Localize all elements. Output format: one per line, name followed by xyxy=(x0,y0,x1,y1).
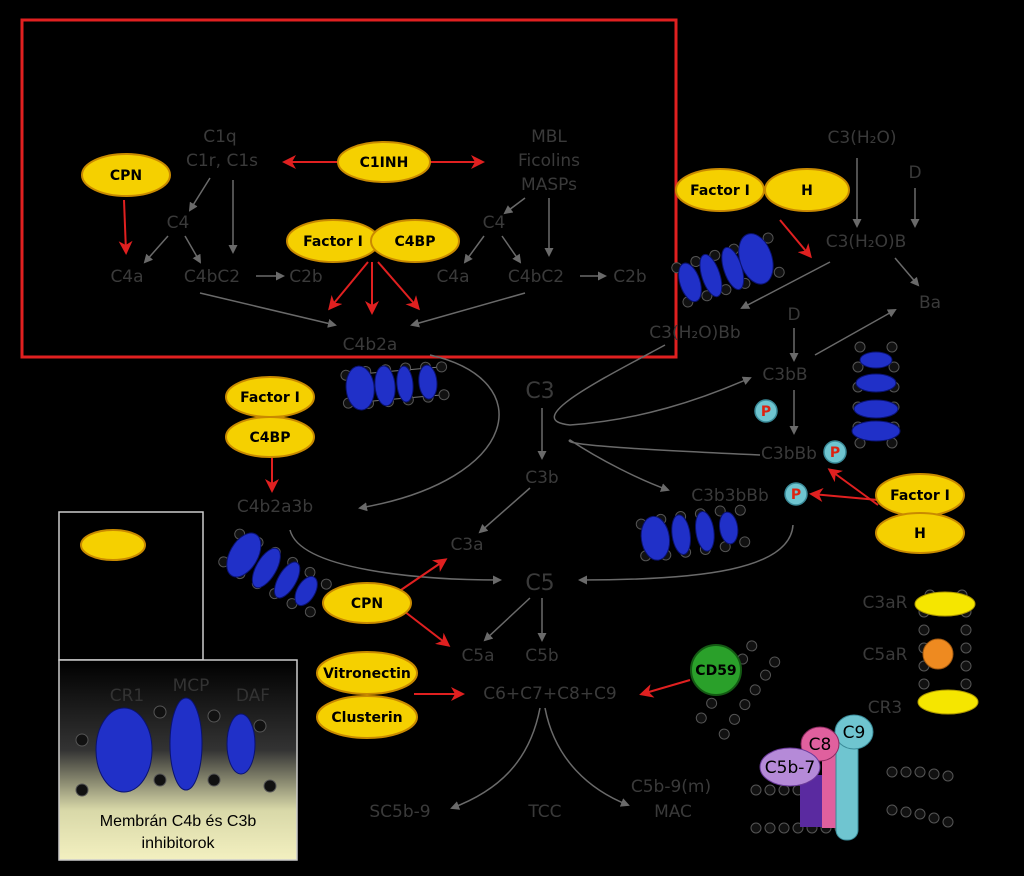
factor-i-right-top-text: Factor I xyxy=(690,183,750,199)
c9-text: C9 xyxy=(843,723,866,743)
label-c3bb: C3bB xyxy=(762,365,807,385)
properdin-3-text: P xyxy=(791,487,801,503)
label-c4-right: C4 xyxy=(483,213,506,233)
cpn-top-text: CPN xyxy=(110,168,142,184)
label-c5b9m: C5b-9(m) xyxy=(631,777,711,797)
h-right-bottom-text: H xyxy=(914,526,926,542)
label-sc5b9: SC5b-9 xyxy=(369,802,430,822)
c4bp-top-text: C4BP xyxy=(395,234,436,250)
label-c3bbb: C3bBb xyxy=(761,444,817,464)
label-c4bc2-right: C4bC2 xyxy=(508,267,564,287)
anaphylatoxin-receptors xyxy=(914,589,979,715)
regulator-pills: CPN C1INH Factor I C4BP Factor I H Facto… xyxy=(80,141,965,739)
cr3-receptor xyxy=(917,689,979,715)
label-ficolins: Ficolins xyxy=(518,151,580,171)
c3ar-receptor xyxy=(914,591,976,617)
label-c5a: C5a xyxy=(461,646,494,666)
clusterin-pill xyxy=(316,695,418,739)
label-cr3: CR3 xyxy=(868,698,903,718)
label-c2b-left: C2b xyxy=(289,267,322,287)
label-c4-left: C4 xyxy=(167,213,190,233)
c4bp-top-pill xyxy=(370,219,460,263)
c8-text: C8 xyxy=(809,735,832,755)
cd59-text: CD59 xyxy=(695,663,736,679)
properdin-1-text: P xyxy=(761,404,771,420)
label-c5ar: C5aR xyxy=(863,645,908,665)
label-c3h2o: C3(H₂O) xyxy=(828,128,897,148)
inhibition-arrows xyxy=(118,155,879,701)
legend-caption-line1: Membrán C4b és C3b xyxy=(100,813,257,830)
h-right-top-pill xyxy=(764,168,850,212)
c5b7-head xyxy=(759,747,821,787)
label-c4bc2-left: C4bC2 xyxy=(184,267,240,287)
legend-cr1: CR1 xyxy=(110,686,145,706)
label-d-top: D xyxy=(908,163,921,183)
label-c3a: C3a xyxy=(450,535,483,555)
label-c4b2a: C4b2a xyxy=(343,335,398,355)
label-c4a-right: C4a xyxy=(436,267,469,287)
membrane-receptor-cluster-4 xyxy=(218,528,332,618)
label-c3: C3 xyxy=(525,379,554,404)
c8-head xyxy=(800,726,840,762)
label-mac: MAC xyxy=(654,802,692,822)
properdin-markers: P P P xyxy=(754,399,847,506)
label-c3h2obb: C3(H₂O)Bb xyxy=(649,323,740,343)
label-c5: C5 xyxy=(525,571,554,596)
properdin-2-text: P xyxy=(830,445,840,461)
label-c5b: C5b xyxy=(525,646,558,666)
label-ba: Ba xyxy=(919,293,941,313)
c1inh-text: C1INH xyxy=(360,155,409,171)
legend-pill xyxy=(80,529,146,561)
c5ar-receptor xyxy=(922,638,954,670)
label-c3b3bbb: C3b3bBb xyxy=(691,486,769,506)
membrane-receptor-cluster-5 xyxy=(635,504,751,562)
cpn-top-pill xyxy=(81,153,171,197)
c4bp-mid-pill xyxy=(225,416,315,458)
pathway-arrows xyxy=(143,158,920,810)
h-right-top-text: H xyxy=(801,183,813,199)
vitronectin-text: Vitronectin xyxy=(323,666,411,682)
c4bp-mid-text: C4BP xyxy=(250,430,291,446)
label-c3b: C3b xyxy=(525,468,558,488)
legend-caption-line2: inhibitorok xyxy=(142,835,216,852)
vitronectin-pill xyxy=(316,651,418,695)
label-c1q: C1q xyxy=(203,127,236,147)
label-d-mid: D xyxy=(787,305,800,325)
cpn-bottom-text: CPN xyxy=(351,596,383,612)
c1inh-pill xyxy=(337,141,431,183)
clusterin-text: Clusterin xyxy=(331,710,402,726)
label-masps: MASPs xyxy=(521,175,577,195)
label-tcc: TCC xyxy=(527,802,561,822)
factor-i-mid-text: Factor I xyxy=(240,390,300,406)
label-c3h2ob: C3(H₂O)B xyxy=(826,232,907,252)
membrane-receptor-cluster-2 xyxy=(671,232,785,308)
legend-daf: DAF xyxy=(236,686,270,706)
label-mbl: MBL xyxy=(531,127,567,147)
h-right-bottom-pill xyxy=(875,512,965,554)
c5b7-text: C5b-7 xyxy=(765,758,815,778)
mac-complex: C9 C8 C5b-7 xyxy=(750,714,954,841)
cd59-ball xyxy=(690,644,742,696)
label-c2b-right: C2b xyxy=(613,267,646,287)
c9-head xyxy=(834,714,874,750)
legend-membrane-inhibitors: CR1 MCP DAF Membrán C4b és C3b inhibitor… xyxy=(75,676,277,852)
factor-i-top-text: Factor I xyxy=(303,234,363,250)
factor-i-right-bottom-text: Factor I xyxy=(890,488,950,504)
label-c4b2a3b: C4b2a3b xyxy=(237,497,313,517)
legend-mcp: MCP xyxy=(173,676,210,696)
membrane-receptor-cluster-1 xyxy=(340,361,450,411)
label-c1r-c1s: C1r, C1s xyxy=(186,151,258,171)
cpn-bottom-pill xyxy=(322,582,412,624)
label-c3ar: C3aR xyxy=(863,593,908,613)
label-c6-c9: C6+C7+C8+C9 xyxy=(483,684,616,704)
membrane-receptor-cluster-3 xyxy=(851,341,901,449)
label-c4a-left: C4a xyxy=(110,267,143,287)
